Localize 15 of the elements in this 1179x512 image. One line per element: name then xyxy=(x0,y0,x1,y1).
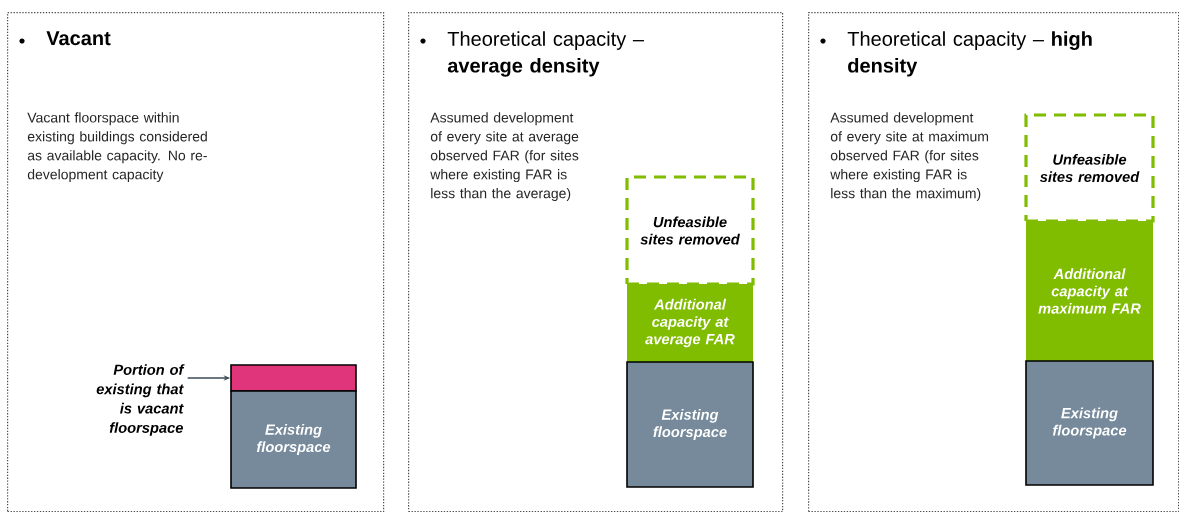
additional-capacity-block: Additional capacity at average FAR xyxy=(627,284,753,362)
panel-heading: Theoretical capacity – average density xyxy=(447,31,644,77)
unfeasible-sites-block: Unfeasible sites removed xyxy=(1024,113,1155,223)
panel-heading: Theoretical capacity – high density xyxy=(847,31,1092,77)
panel-heading: Vacant xyxy=(46,31,111,46)
panel-description: Assumed development of every site at average observed FAR (for sites where existing FAR is less than the average) xyxy=(430,112,579,202)
existing-floorspace-block: Existing floorspace xyxy=(1025,360,1154,486)
callout-label: Portion of existing that is vacant floorspace xyxy=(96,364,185,436)
vacant-portion-bar xyxy=(230,364,357,392)
unfeasible-sites-block: Unfeasible sites removed xyxy=(625,175,755,286)
panel-description: Assumed development of every site at maximum observed FAR (for sites where existing FAR is less than the maximum) xyxy=(830,112,989,202)
existing-floorspace-block: Existing floorspace xyxy=(230,390,357,489)
additional-capacity-block: Additional capacity at maximum FAR xyxy=(1026,221,1153,361)
existing-floorspace-block: Existing floorspace xyxy=(626,361,754,488)
panel-description: Vacant floorspace within existing buildings considered as available capacity. No re-development capacity xyxy=(27,112,207,183)
